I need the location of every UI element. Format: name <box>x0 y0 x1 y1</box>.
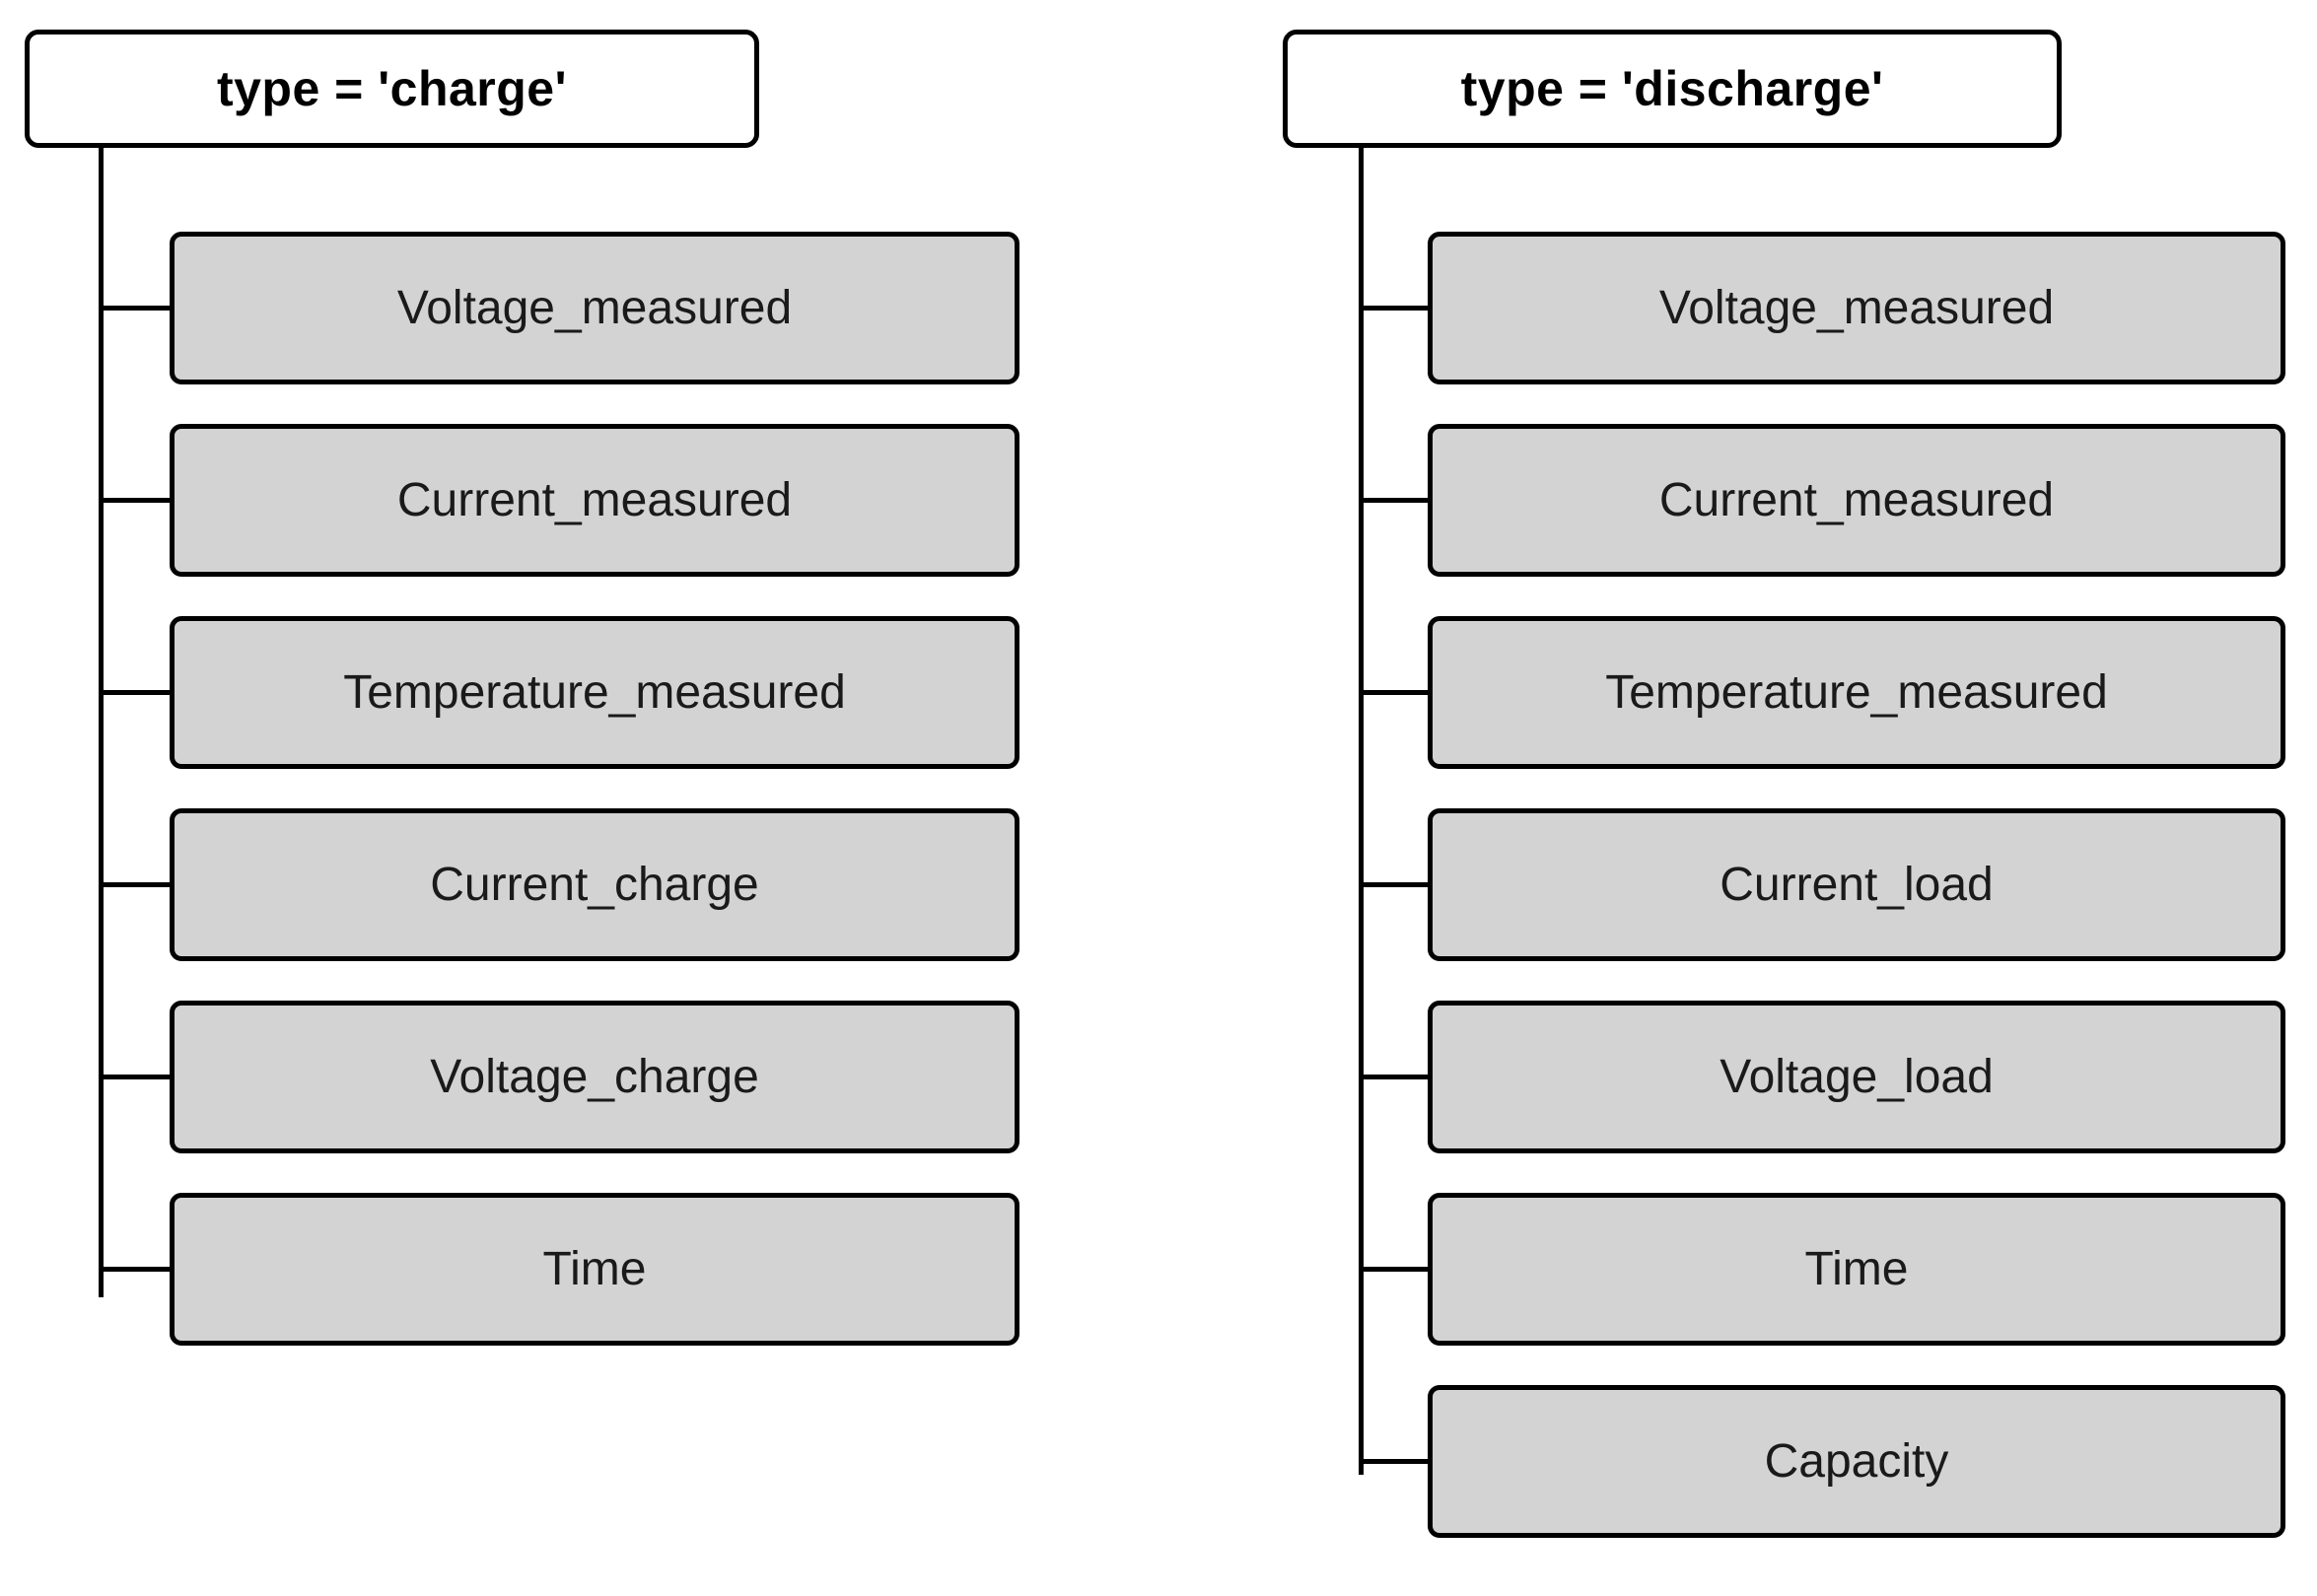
connector-charge-1 <box>99 498 174 503</box>
root-node-discharge-label: type = 'discharge' <box>1460 61 1884 116</box>
connector-discharge-3 <box>1359 882 1432 887</box>
connector-discharge-4 <box>1359 1075 1432 1079</box>
leaf-label-charge-3: Current_charge <box>430 859 759 911</box>
connector-charge-2 <box>99 690 174 695</box>
root-node-charge-label: type = 'charge' <box>216 61 568 116</box>
root-node-charge[interactable]: type = 'charge' <box>25 30 759 148</box>
root-node-discharge[interactable]: type = 'discharge' <box>1283 30 2062 148</box>
connector-charge-3 <box>99 882 174 887</box>
leaf-label-discharge-6: Capacity <box>1764 1435 1949 1488</box>
trunk-line-charge <box>99 146 104 1297</box>
leaf-label-discharge-2: Temperature_measured <box>1605 666 2108 719</box>
connector-charge-0 <box>99 306 174 311</box>
leaf-node-discharge-voltage-load[interactable]: Voltage_load <box>1428 1001 2285 1153</box>
connector-charge-5 <box>99 1267 174 1272</box>
connector-discharge-6 <box>1359 1459 1432 1464</box>
leaf-label-charge-2: Temperature_measured <box>343 666 846 719</box>
leaf-label-discharge-4: Voltage_load <box>1720 1051 1994 1103</box>
leaf-node-charge-temperature-measured[interactable]: Temperature_measured <box>170 616 1019 769</box>
leaf-node-charge-voltage-charge[interactable]: Voltage_charge <box>170 1001 1019 1153</box>
tree-discharge: type = 'discharge' Voltage_measured Curr… <box>1282 0 2317 1596</box>
trunk-line-discharge <box>1359 146 1364 1475</box>
leaf-label-charge-0: Voltage_measured <box>396 282 793 334</box>
connector-discharge-5 <box>1359 1267 1432 1272</box>
leaf-label-discharge-0: Voltage_measured <box>1658 282 2055 334</box>
leaf-label-discharge-5: Time <box>1804 1243 1909 1295</box>
tree-charge: type = 'charge' Voltage_measured Current… <box>0 0 1085 1596</box>
leaf-node-discharge-voltage-measured[interactable]: Voltage_measured <box>1428 232 2285 384</box>
leaf-label-charge-4: Voltage_charge <box>430 1051 759 1103</box>
leaf-node-charge-current-measured[interactable]: Current_measured <box>170 424 1019 577</box>
leaf-node-discharge-temperature-measured[interactable]: Temperature_measured <box>1428 616 2285 769</box>
leaf-node-discharge-time[interactable]: Time <box>1428 1193 2285 1346</box>
leaf-node-charge-current-charge[interactable]: Current_charge <box>170 808 1019 961</box>
leaf-label-charge-5: Time <box>542 1243 647 1295</box>
leaf-label-charge-1: Current_measured <box>396 474 793 526</box>
connector-discharge-0 <box>1359 306 1432 311</box>
leaf-node-charge-time[interactable]: Time <box>170 1193 1019 1346</box>
leaf-node-discharge-capacity[interactable]: Capacity <box>1428 1385 2285 1538</box>
leaf-node-charge-voltage-measured[interactable]: Voltage_measured <box>170 232 1019 384</box>
connector-charge-4 <box>99 1075 174 1079</box>
leaf-label-discharge-1: Current_measured <box>1658 474 2055 526</box>
connector-discharge-1 <box>1359 498 1432 503</box>
leaf-label-discharge-3: Current_load <box>1720 859 1994 911</box>
connector-discharge-2 <box>1359 690 1432 695</box>
leaf-node-discharge-current-measured[interactable]: Current_measured <box>1428 424 2285 577</box>
leaf-node-discharge-current-load[interactable]: Current_load <box>1428 808 2285 961</box>
